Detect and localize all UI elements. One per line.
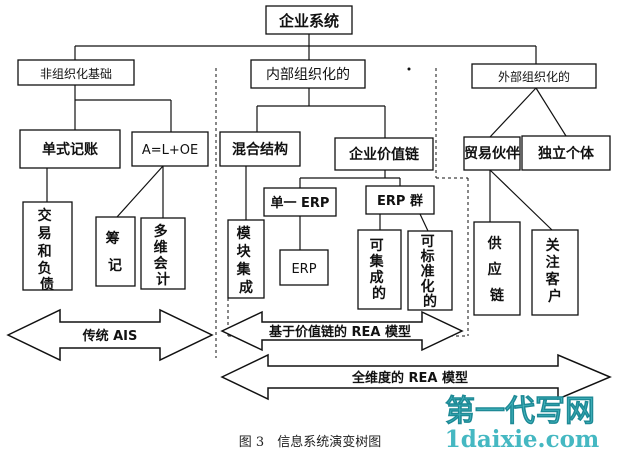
traditional-ais-label: 传统 AIS: [82, 328, 138, 344]
erp-label: ERP: [291, 262, 316, 277]
root-box: [265, 5, 353, 35]
module-box: [227, 219, 265, 299]
integrable-label: 可 集 成 的: [369, 238, 389, 302]
trade-debt-box: [22, 201, 73, 291]
value-chain-box: [334, 137, 434, 171]
module-label: 模 块 集 成: [236, 225, 256, 296]
chou-ji-label: 筹 记: [106, 230, 125, 274]
external-org-box: [471, 63, 597, 89]
non-org-box: [17, 59, 135, 86]
erp-group-label: ERP 群: [377, 193, 423, 209]
trade-partner-label: 贸易伙伴: [464, 145, 520, 162]
single-entry-label: 单式记账: [42, 141, 98, 158]
watermark-url: 1daixie.com: [445, 426, 600, 453]
focus-customer-label: 关 注 客 户: [545, 237, 565, 305]
trade-debt-label: 交 易 和 负 债: [38, 207, 57, 293]
arrow-labels: 传统 AIS 基于价值链的 REA 模型 全维度的 REA 模型: [82, 324, 468, 386]
supply-chain-box: [473, 221, 521, 316]
non-org-label: 非组织化基础: [40, 67, 112, 81]
value-chain-rea-label: 基于价值链的 REA 模型: [268, 324, 411, 340]
node-boxes: [17, 5, 611, 316]
erp-box: [279, 249, 329, 286]
value-chain-label: 企业价值链: [348, 146, 420, 163]
independent-label: 独立个体: [538, 145, 595, 162]
value-chain-rea-arrow: [220, 310, 464, 352]
external-org-label: 外部组织化的: [498, 69, 570, 84]
full-rea-arrow: [220, 353, 612, 401]
stray-dot: [407, 67, 411, 71]
connectors: [46, 34, 567, 250]
single-entry-box: [19, 129, 121, 169]
traditional-ais-arrow: [6, 308, 214, 362]
supply-chain-label: 供 应 链: [487, 235, 507, 304]
internal-org-box: [250, 59, 366, 89]
independent-box: [521, 135, 611, 171]
single-erp-label: 单一 ERP: [271, 195, 330, 211]
hybrid-label: 混合结构: [232, 141, 288, 158]
standardizable-label: 可 标 准 化 的: [420, 234, 440, 310]
vertical-labels: 交 易 和 负 债 筹 记 多 维 会 计 模 块 集 成 可 集 成 的: [38, 207, 565, 310]
multi-acct-label: 多 维 会 计: [154, 223, 173, 288]
single-erp-box: [263, 187, 337, 217]
watermark-title: 第一代写网: [445, 394, 595, 429]
trade-partner-box: [463, 136, 521, 171]
figure-caption: 图 3 信息系统演变树图: [239, 434, 381, 450]
hybrid-box: [219, 131, 301, 167]
range-arrows: [6, 308, 612, 401]
root-label: 企业系统: [278, 12, 339, 30]
equation-box: [131, 131, 209, 167]
chou-ji-box: [95, 216, 136, 287]
focus-customer-box: [531, 229, 579, 316]
multi-acct-box: [140, 217, 186, 290]
internal-org-label: 内部组织化的: [266, 67, 350, 83]
equation-label: A=L+OE: [142, 143, 198, 158]
erp-group-box: [365, 185, 435, 215]
full-rea-label: 全维度的 REA 模型: [351, 370, 468, 386]
watermark: 第一代写网 1daixie.com: [445, 394, 600, 453]
standardizable-box: [407, 230, 453, 311]
node-labels: 企业系统 非组织化基础 内部组织化的 外部组织化的 单式记账 A=L+OE 混合…: [40, 12, 595, 277]
integrable-box: [357, 229, 402, 310]
